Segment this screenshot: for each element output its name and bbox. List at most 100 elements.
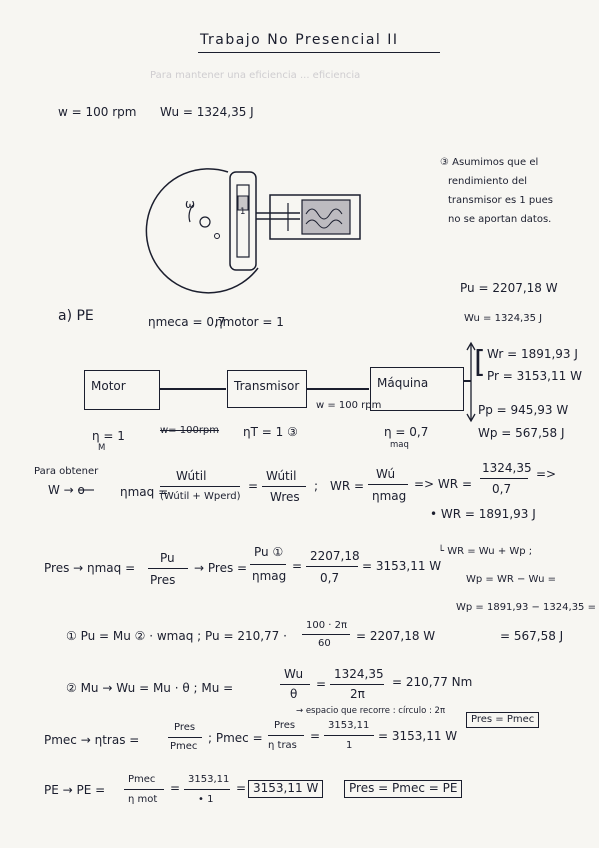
eta-motor-sub: M (98, 443, 106, 453)
page-title: Trabajo No Presencial II (200, 32, 399, 48)
pmec-frac2-den: η tras (268, 740, 297, 751)
pe-frac1-bar (124, 789, 164, 790)
given-useful-work: Wu = 1324,35 J (160, 105, 254, 119)
obtain-label: Para obtener (34, 466, 99, 477)
eq2-den: θ (290, 687, 298, 701)
eq2-lead: ② Mu → Wu = Mu · θ ; Mu = (66, 681, 234, 695)
eq1-lead: ① Pu = Mu ② · wmaq ; Pu = 210,77 · (66, 629, 287, 643)
angular-velocity-label: ω (185, 197, 196, 211)
title-underline (198, 52, 440, 53)
pres-frac1-num: Pu (160, 551, 175, 565)
eta-meca: ηmeca = 0,7 (148, 315, 226, 329)
pe-lhs: PE → PE = (44, 783, 106, 797)
frac2-den: Wres (270, 490, 300, 504)
pmec-result: = 3153,11 W (378, 729, 458, 743)
shaft-motor-transmisor (160, 388, 226, 390)
piston-label: 1 (240, 207, 246, 217)
pres-frac1-bar (148, 568, 188, 569)
eq1-num: 100 · 2π (306, 620, 348, 631)
pe-frac1-num: Pmec (128, 774, 156, 785)
semicolon: ; (314, 479, 319, 493)
pmec-frac1-bar (168, 737, 202, 738)
pe-result-box: 3153,11 W (248, 780, 324, 798)
eq2-result: = 210,77 Nm (392, 675, 473, 689)
note-line-2: rendimiento del (448, 176, 528, 187)
frac4-num: 1324,35 (482, 461, 532, 475)
pres-eq: = (292, 559, 303, 573)
given-speed: w = 100 rpm (58, 105, 137, 119)
wp-step-1: └ WR = Wu + Wp ; (438, 546, 533, 557)
eta-maquina: η = 0,7 (384, 425, 429, 439)
eq-1: = (248, 479, 259, 493)
eq2-num: Wu (284, 667, 304, 681)
eq1-bar (302, 634, 350, 635)
pe-eq2: = (236, 781, 247, 795)
pres-lhs: Pres → ηmaq = (44, 561, 136, 575)
motor-box: Motor (84, 370, 160, 410)
obtain-target: W → o (48, 483, 85, 497)
eq1-result: = 2207,18 W (356, 629, 436, 643)
power-equality-box: Pres = Pmec = PE (344, 780, 463, 798)
frac1-den: (Wútil + Wperd) (160, 491, 241, 502)
pres-result: = 3153,11 W (362, 559, 442, 573)
eq2-bar (280, 684, 310, 685)
received-power: Pr = 3153,11 W (487, 369, 582, 383)
useful-power: Pu = 2207,18 W (460, 281, 558, 295)
pmec-frac1-num: Pres (174, 722, 196, 733)
pmec-mid: ; Pmec = (208, 731, 263, 745)
pe-frac1-den: η mot (128, 794, 158, 805)
useful-work: Wu = 1324,35 J (464, 313, 543, 324)
frac2-bar (262, 486, 306, 487)
motor-box-label: Motor (91, 379, 126, 393)
frac2-num: Wútil (266, 469, 297, 483)
frac4-den: 0,7 (492, 482, 512, 496)
maquina-box: Máquina (370, 367, 464, 411)
pmec-frac3-den: 1 (346, 740, 353, 751)
pmec-frac1-den: Pmec (170, 741, 198, 752)
link-speed: w = 100 rpm (316, 400, 382, 411)
part-a-label: a) PE (58, 308, 94, 324)
wp-result: = 567,58 J (500, 629, 564, 643)
lost-power: Pp = 945,93 W (478, 403, 569, 417)
pe-eq: = (170, 781, 181, 795)
pres-frac2-bar (250, 564, 286, 565)
eta-transmisor: ηT = 1 ③ (243, 425, 298, 439)
pe-frac2-num: 3153,11 (188, 774, 230, 785)
wp-step-2: Wp = WR − Wu = (466, 574, 556, 585)
output-link (464, 380, 471, 382)
pe-frac2-den: • 1 (198, 794, 214, 805)
eq2-bar2 (330, 684, 384, 685)
wr-lhs: WR = (330, 479, 365, 493)
pres-frac2-num: Pu ① (254, 545, 284, 559)
faint-bleed-text: Para mantener una eficiencia ... eficien… (150, 70, 361, 81)
wr-result: • WR = 1891,93 J (430, 507, 536, 521)
eq2-note: → espacio que recorre : círculo : 2π (296, 706, 446, 716)
transmisor-box: Transmisor (227, 370, 307, 408)
note-line-1: ③ Asumimos que el (440, 157, 539, 168)
eq1-den: 60 (318, 638, 331, 649)
frac3-bar (368, 484, 408, 485)
pmec-frac2-num: Pres (274, 720, 296, 731)
eta-maq-lhs: ηmaq = (120, 485, 169, 499)
eq2-eq: = (316, 677, 327, 691)
lost-work: Wp = 567,58 J (478, 426, 565, 440)
shaft-transmisor-maquina (307, 388, 369, 390)
frac1-num: Wútil (176, 469, 207, 483)
wr-arrow: => WR = (414, 477, 472, 491)
frac3-num: Wú (376, 467, 396, 481)
transmisor-box-label: Transmisor (234, 379, 300, 393)
pres-frac1-den: Pres (150, 573, 176, 587)
eta-maquina-sub: maq (390, 440, 409, 450)
obtain-tail: => (536, 467, 557, 481)
note-line-4: no se aportan datos. (448, 214, 552, 225)
received-work: Wr = 1891,93 J (487, 347, 578, 361)
pres-frac2-den: ηmag (252, 569, 287, 583)
wp-step-3: Wp = 1891,93 − 1324,35 = (456, 602, 596, 613)
maquina-box-label: Máquina (377, 376, 429, 390)
pres-frac3-num: 2207,18 (310, 549, 360, 563)
eta-motor: ηmotor = 1 (215, 315, 284, 329)
pmec-lhs: Pmec → ηtras = (44, 733, 140, 747)
frac1-bar (160, 486, 240, 487)
